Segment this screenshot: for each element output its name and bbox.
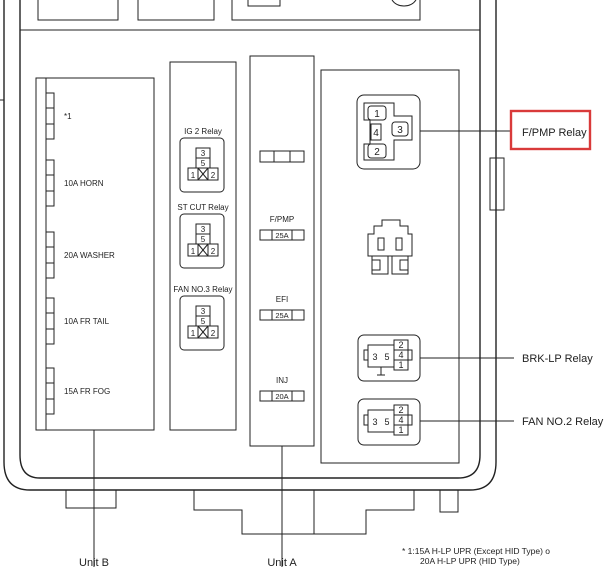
fan2-relay: 3 5 2 4 1 — [357, 398, 421, 446]
unit-b-fuse: 10A HORN — [45, 159, 104, 207]
small-relay: IG 2 Relay 351 2 — [179, 127, 225, 193]
small-relay-pin: 5 — [201, 317, 206, 326]
brk-lp-relay: 3 5 2 4 1 — [357, 334, 421, 382]
fuse-box-outline — [0, 0, 505, 491]
footnote-line-1: * 1:15A H-LP UPR (Except HID Type) o — [402, 546, 550, 556]
fan2-pin-4: 4 — [398, 415, 403, 425]
unit-a-block — [249, 55, 315, 567]
unit-b-fuse: 10A FR TAIL — [45, 297, 110, 345]
fan2-relay-label: FAN NO.2 Relay — [522, 416, 604, 428]
unit-a-fuse-rating: 20A — [275, 392, 288, 401]
large-relay-block — [320, 69, 460, 464]
brk-lp-relay-label: BRK-LP Relay — [522, 353, 593, 365]
small-relay-pin: 3 — [201, 307, 206, 316]
small-relay-pin: 5 — [201, 235, 206, 244]
unit-b-fuse: *1 — [45, 92, 72, 140]
small-relay: ST CUT Relay 351 2 — [177, 203, 229, 269]
fan2-pin-3: 3 — [372, 417, 377, 427]
bottom-tabs — [65, 490, 459, 535]
fpmp-relay-label: F/PMP Relay — [522, 127, 587, 139]
unit-a-fuse: F/PMP 25A — [259, 215, 305, 241]
brk-lp-pin-4: 4 — [398, 350, 403, 360]
brk-lp-pin-5: 5 — [384, 352, 389, 362]
small-relay-column — [169, 61, 237, 431]
small-relay-name: FAN NO.3 Relay — [173, 285, 232, 294]
unit-a-fuse-name: EFI — [276, 295, 288, 304]
unit-a-fuse-rating: 25A — [275, 231, 288, 240]
unit-a-label: Unit A — [267, 557, 297, 567]
fpmp-pin-4: 4 — [373, 128, 379, 139]
small-relay-pin: 1 — [191, 329, 196, 338]
unit-b-fuse: 20A WASHER — [45, 231, 115, 279]
fan2-pin-1: 1 — [398, 425, 403, 435]
small-relay-pin: 5 — [201, 159, 206, 168]
unit-b-fuse-label: 20A WASHER — [64, 251, 115, 260]
fpmp-relay: 1 4 3 2 — [356, 94, 421, 170]
brk-lp-pin-2: 2 — [398, 340, 403, 350]
unit-b-fuse-label: 15A FR FOG — [64, 387, 110, 396]
unit-b-label: Unit B — [79, 557, 109, 567]
unit-a-fuse-name: F/PMP — [270, 215, 294, 224]
unit-b-fuse-label: *1 — [64, 112, 72, 121]
unit-a-fuse: EFI 25A — [259, 295, 305, 321]
brk-lp-pin-1: 1 — [398, 360, 403, 370]
unit-b-fuse-label: 10A HORN — [64, 179, 104, 188]
small-relay-name: IG 2 Relay — [184, 127, 222, 136]
small-relay-pin: 3 — [201, 225, 206, 234]
fpmp-pin-3: 3 — [397, 125, 403, 136]
fpmp-pin-2: 2 — [374, 147, 380, 158]
unit-b-fuse: 15A FR FOG — [45, 367, 110, 415]
top-connector-stubs — [37, 0, 421, 21]
unit-a-fuse-name: INJ — [276, 376, 288, 385]
small-relay-pin: 2 — [211, 247, 216, 256]
small-relay-pin: 2 — [211, 329, 216, 338]
small-relay-pin: 1 — [191, 247, 196, 256]
fpmp-pin-1: 1 — [374, 109, 380, 120]
small-relay-pin: 2 — [211, 171, 216, 180]
unit-a-spare-fuse — [259, 150, 305, 163]
unit-a-fuse-rating: 25A — [275, 311, 288, 320]
fan2-pin-2: 2 — [398, 405, 403, 415]
fpmp-highlight-box — [509, 109, 592, 151]
small-relay-name: ST CUT Relay — [177, 203, 228, 212]
small-relay-pin: 3 — [201, 149, 206, 158]
small-relay: FAN NO.3 Relay 351 2 — [173, 285, 233, 351]
footnote-line-2: 20A H-LP UPR (HID Type) — [420, 556, 520, 566]
brk-lp-pin-3: 3 — [372, 352, 377, 362]
fan2-pin-5: 5 — [384, 417, 389, 427]
empty-relay-socket — [367, 219, 413, 275]
small-relay-pin: 1 — [191, 171, 196, 180]
unit-a-fuse: INJ 20A — [259, 376, 305, 402]
unit-b-fuse-label: 10A FR TAIL — [64, 317, 110, 326]
